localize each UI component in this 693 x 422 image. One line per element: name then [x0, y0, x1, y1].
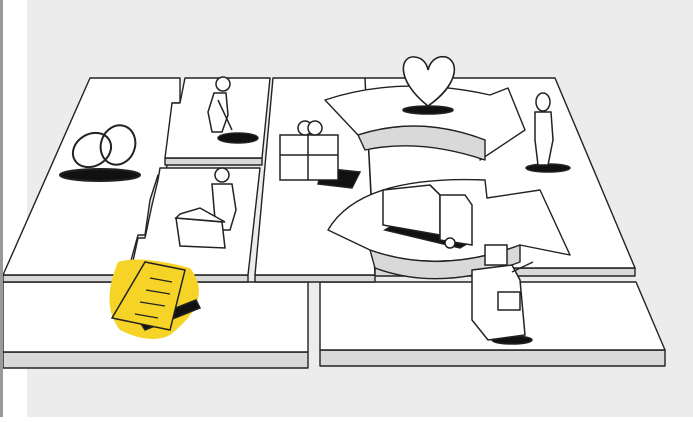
person-digging-icon: [207, 76, 259, 144]
rings-icon: [59, 124, 141, 182]
person-with-machine-icon: [174, 167, 237, 249]
window-edge: [0, 0, 3, 417]
customer-relationships-arrow: [324, 85, 526, 161]
heart-icon: [402, 55, 456, 115]
cash-register-icon: [471, 244, 534, 345]
gift-icon: [279, 120, 362, 189]
bill-icon: [109, 259, 202, 339]
person-standing-icon: [525, 92, 571, 173]
truck-icon: [382, 184, 473, 249]
